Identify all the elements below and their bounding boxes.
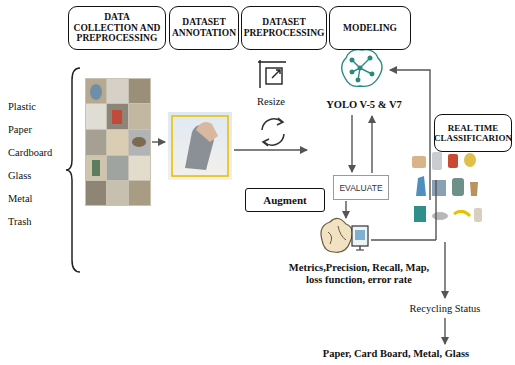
box-text: MODELING <box>343 23 397 34</box>
category-label: Glass <box>8 170 68 182</box>
process-box: EVALUATE <box>333 175 389 200</box>
box-text: EVALUATE <box>339 183 382 193</box>
neural-brain-icon <box>342 50 382 87</box>
flow-arrows <box>152 70 445 344</box>
box-text: DATASET ANNOTATION <box>172 17 236 39</box>
process-box: REAL TIME CLASSIFICARION <box>434 114 512 152</box>
category-label: Paper <box>8 124 68 136</box>
annotation-text: Metrics,Precision, Recall, Map, loss fun… <box>288 262 430 286</box>
box-text: DATASET PREPROCESSING <box>244 17 325 39</box>
waste-items-icons <box>412 152 482 222</box>
stage-header: DATASET ANNOTATION <box>169 6 239 50</box>
box-text: Augment <box>263 194 306 206</box>
category-label: Trash <box>8 216 68 228</box>
category-label: Cardboard <box>8 147 68 159</box>
stage-header: DATA COLLECTION AND PREPROCESSING <box>68 6 166 50</box>
cycle-icon <box>262 118 284 146</box>
dataset-collage <box>85 78 151 206</box>
box-text: REAL TIME CLASSIFICARION <box>434 123 512 144</box>
stage-header: MODELING <box>329 6 411 50</box>
annotated-image <box>168 112 232 180</box>
annotation-text: Paper, Card Board, Metal, Glass <box>298 348 494 360</box>
category-label: Plastic <box>8 101 68 113</box>
box-text: DATA COLLECTION AND PREPROCESSING <box>73 12 161 45</box>
brace <box>66 68 80 272</box>
stage-header: DATASET PREPROCESSING <box>241 6 327 50</box>
annotation-text: YOLO V-5 & V7 <box>312 99 416 111</box>
annotation-text: Resize <box>248 96 294 108</box>
category-label: Metal <box>8 193 68 205</box>
brain-computer-icon <box>321 218 368 252</box>
process-box: Augment <box>245 188 325 212</box>
annotation-text: Recycling Status <box>400 303 490 315</box>
resize-icon <box>258 60 286 88</box>
